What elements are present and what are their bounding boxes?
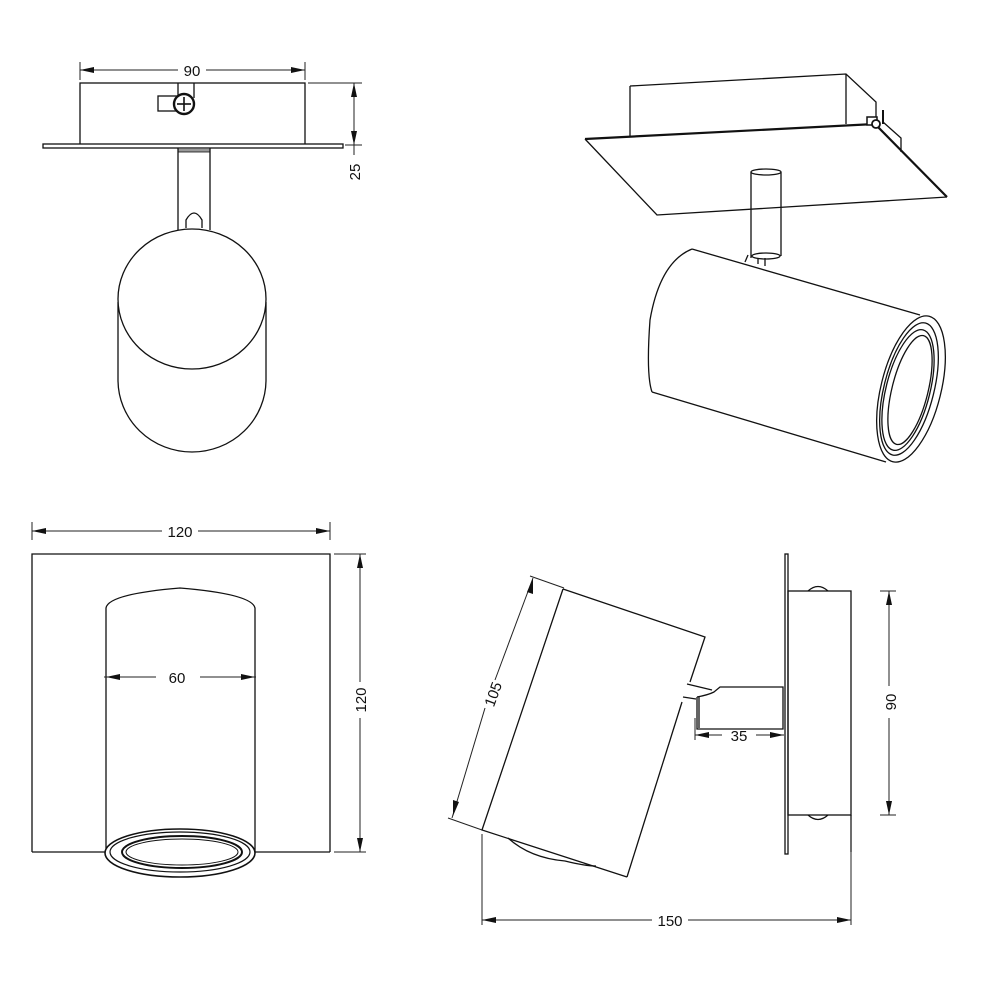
side-junction-box xyxy=(787,590,852,816)
junction-box xyxy=(79,82,306,146)
dimension-box-width: 90 xyxy=(79,62,306,80)
isometric-view xyxy=(584,73,948,463)
dimension-label-105: 105 xyxy=(482,680,507,709)
dimension-box-height: 25 xyxy=(308,82,364,181)
dimension-label-60: 60 xyxy=(169,670,186,687)
side-arm xyxy=(696,686,784,730)
dimension-label-150: 150 xyxy=(657,913,682,930)
stem-pin xyxy=(185,212,203,228)
dimension-lamp-diameter: 60 xyxy=(104,670,256,687)
lamp-head xyxy=(117,228,267,453)
iso-lamp-cylinder xyxy=(647,248,946,463)
dimension-arm-length: 35 xyxy=(694,718,784,745)
dimension-label-25: 25 xyxy=(347,164,364,181)
side-view: 105 35 xyxy=(447,553,900,930)
dimension-plate-width: 120 xyxy=(31,522,331,541)
side-lamp-head xyxy=(481,588,713,878)
dimension-side-box-height: 90 xyxy=(880,590,900,816)
dimension-total-depth: 150 xyxy=(481,820,852,930)
bottom-view: 120 120 60 xyxy=(31,522,370,878)
front-view: 90 25 xyxy=(42,62,364,453)
dimension-label-90: 90 xyxy=(184,63,201,80)
iso-stem xyxy=(744,168,782,266)
screw-icon xyxy=(157,83,196,116)
dimension-lamp-length: 105 xyxy=(447,575,565,831)
dimension-plate-height: 120 xyxy=(334,553,370,853)
dimension-label-120-height: 120 xyxy=(353,687,370,712)
mounting-plate xyxy=(42,143,344,149)
dimension-label-35: 35 xyxy=(731,728,748,745)
lens-ring xyxy=(104,828,256,878)
dimension-label-120-width: 120 xyxy=(167,524,192,541)
dimension-label-90-side: 90 xyxy=(883,694,900,711)
